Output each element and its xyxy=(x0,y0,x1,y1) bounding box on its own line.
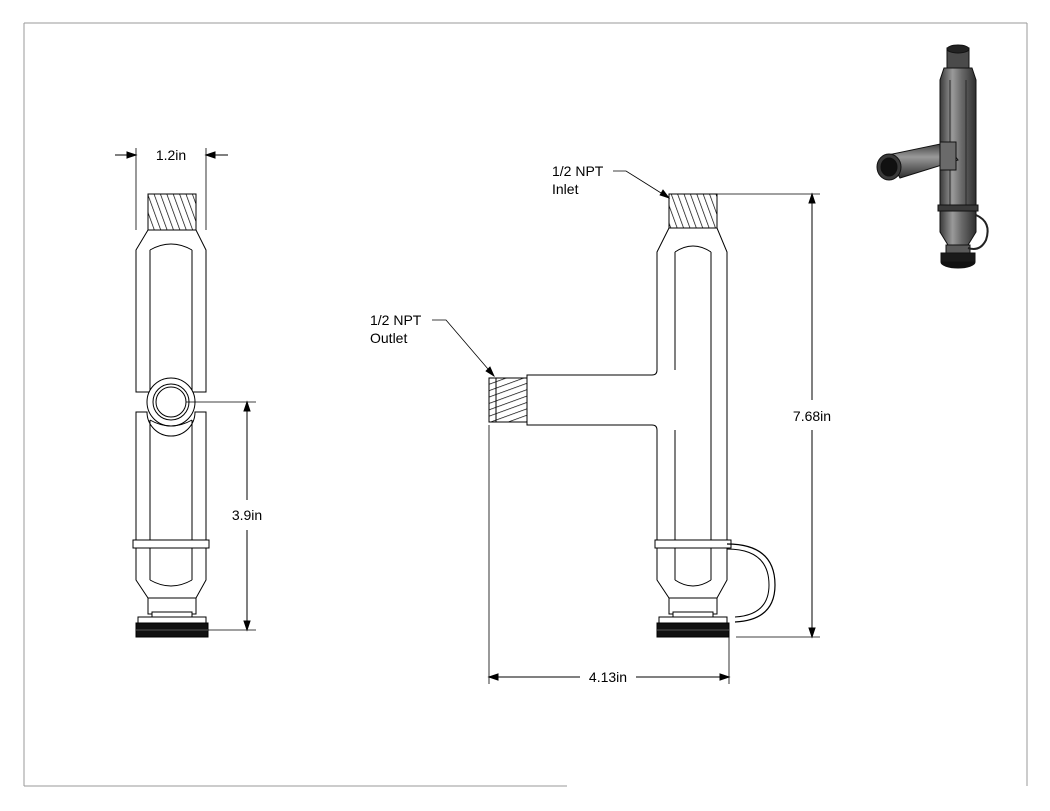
callout-outlet-line1: 1/2 NPT xyxy=(370,312,422,328)
front-collar xyxy=(132,539,210,549)
front-body-upper xyxy=(135,229,207,393)
front-view xyxy=(132,193,210,638)
side-dimensions xyxy=(487,192,820,684)
side-body xyxy=(526,227,728,541)
side-inlet-thread xyxy=(668,193,718,229)
dim-outlet-to-bottom: 3.9in xyxy=(232,507,262,523)
dim-overall-height: 7.68in xyxy=(793,408,831,424)
front-dimensions xyxy=(115,148,256,632)
side-outlet-thread xyxy=(488,377,528,423)
side-view xyxy=(488,193,776,638)
side-wire-loop xyxy=(726,543,776,623)
callout-outlet-line2: Outlet xyxy=(370,330,407,346)
isometric-view xyxy=(876,44,989,269)
dim-width-top: 1.2in xyxy=(156,147,186,163)
callout-leaders xyxy=(432,170,671,378)
front-body-lower xyxy=(135,411,207,541)
callout-inlet-line2: Inlet xyxy=(552,181,579,197)
side-collar xyxy=(654,539,732,549)
sheet-border xyxy=(23,22,1028,787)
front-inlet-thread xyxy=(147,193,197,231)
callout-inlet-line1: 1/2 NPT xyxy=(552,163,604,179)
dim-overall-width: 4.13in xyxy=(589,669,627,685)
